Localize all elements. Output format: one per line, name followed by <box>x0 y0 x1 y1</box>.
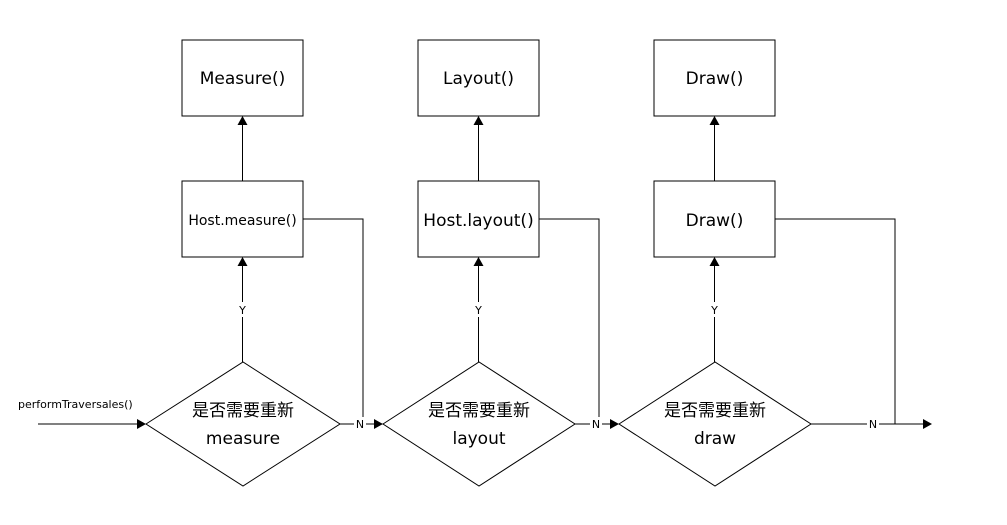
draw-top-box <box>653 39 776 117</box>
measure-decision-line2: measure <box>206 429 280 449</box>
layout-host-label: Host.layout() <box>423 211 533 231</box>
draw-up-arrowhead <box>709 116 720 125</box>
measure-decision-line1: 是否需要重新 <box>192 401 294 421</box>
draw-top-label: Draw() <box>686 69 744 89</box>
measure-up-arrowhead <box>237 116 248 125</box>
draw-host-label: Draw() <box>686 211 744 231</box>
measure-decision <box>145 361 341 487</box>
stage-measure: Measure() Host.measure() Y 是否需要重新 measur… <box>145 39 383 487</box>
draw-decision-line2: draw <box>694 429 736 449</box>
layout-up-arrowhead <box>473 116 484 125</box>
draw-no-label: N <box>869 418 877 431</box>
measure-yes-label-bg <box>236 302 249 317</box>
layout-decision <box>382 361 576 487</box>
draw-host-box <box>653 180 776 258</box>
layout-decision-line2: layout <box>452 429 505 449</box>
layout-yes-label-bg <box>472 302 485 317</box>
layout-top-label: Layout() <box>443 69 514 89</box>
draw-yes-label: Y <box>710 304 718 317</box>
draw-yes-arrowhead <box>709 257 720 266</box>
draw-decision-line1: 是否需要重新 <box>664 401 766 421</box>
draw-yes-label-bg <box>708 302 721 317</box>
measure-no-label-bg <box>354 417 366 431</box>
measure-yes-arrowhead <box>237 257 248 266</box>
measure-bypass-line <box>303 218 364 424</box>
measure-yes-label: Y <box>238 304 246 317</box>
layout-no-arrowhead <box>610 419 619 429</box>
measure-host-box <box>181 180 304 258</box>
measure-no-arrowhead <box>374 419 383 429</box>
draw-bypass-line <box>775 218 896 424</box>
entry-arrow <box>137 419 146 429</box>
exit-arrowhead <box>923 419 932 429</box>
layout-no-label: N <box>592 418 600 431</box>
layout-decision-line1: 是否需要重新 <box>428 401 530 421</box>
layout-yes-arrowhead <box>473 257 484 266</box>
draw-no-label-bg <box>867 417 879 431</box>
layout-bypass-line <box>539 218 600 424</box>
layout-host-box <box>417 180 540 258</box>
measure-no-label: N <box>356 418 364 431</box>
entry-label: performTraversales() <box>18 398 133 411</box>
stage-layout: Layout() Host.layout() Y 是否需要重新 layout N <box>382 39 619 487</box>
draw-decision <box>618 361 812 487</box>
layout-yes-label: Y <box>474 304 482 317</box>
measure-host-label: Host.measure() <box>188 213 296 229</box>
stage-draw: Draw() Draw() Y 是否需要重新 draw N <box>618 39 932 487</box>
layout-top-box <box>417 39 540 117</box>
layout-no-label-bg <box>590 417 602 431</box>
measure-top-label: Measure() <box>200 69 286 89</box>
